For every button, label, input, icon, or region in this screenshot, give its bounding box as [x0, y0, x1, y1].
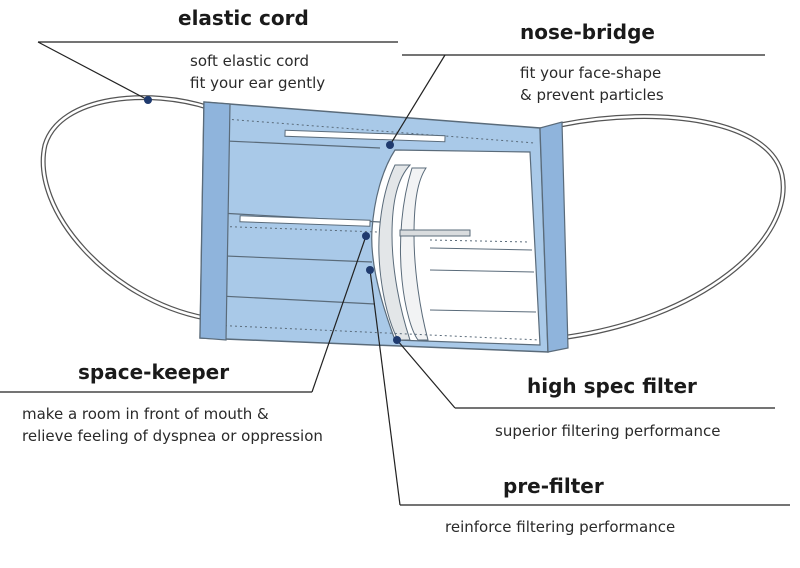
space-keeper-wire-inner — [399, 229, 471, 237]
pre-filter-dot — [366, 266, 374, 274]
elastic-cord-leader — [37, 41, 149, 101]
elastic-cord-desc-line1: soft elastic cord — [190, 52, 309, 70]
elastic-cord-desc-line2: fit your ear gently — [190, 74, 326, 92]
nose-bridge-dot — [386, 141, 394, 149]
space-keeper-title: space-keeper — [78, 360, 230, 384]
mask-pleat — [429, 309, 537, 313]
space-keeper-desc: make a room in front of mouth & relieve … — [22, 403, 323, 447]
space-keeper-dot — [362, 232, 370, 240]
high-spec-filter-dot — [393, 336, 401, 344]
left-binding — [199, 101, 231, 341]
space-keeper-desc-line2: relieve feeling of dyspnea or oppression — [22, 427, 323, 445]
pre-filter-desc: reinforce filtering performance — [445, 516, 675, 538]
elastic-cord-desc: soft elastic cord fit your ear gently — [190, 50, 325, 94]
mask-pleat — [199, 294, 376, 305]
high-spec-filter-title: high spec filter — [527, 374, 697, 398]
elastic-cord-dot — [144, 96, 152, 104]
stitch-line — [209, 324, 541, 341]
high-spec-filter-layer — [399, 167, 429, 341]
nose-bridge-desc: fit your face-shape & prevent particles — [520, 62, 664, 106]
high-spec-filter-desc-line1: superior filtering performance — [495, 422, 721, 440]
mask-pleat — [429, 269, 535, 273]
right-ear-loop — [559, 114, 786, 341]
right-binding — [539, 121, 569, 353]
space-keeper-wire — [239, 215, 371, 227]
pre-filter-leader — [369, 269, 401, 506]
nose-bridge-title: nose-bridge — [520, 20, 655, 44]
pre-filter-desc-line1: reinforce filtering performance — [445, 518, 676, 536]
mask-pleat — [429, 247, 533, 251]
right-ear-loop-inner — [559, 115, 785, 340]
left-ear-loop-inner — [42, 96, 211, 320]
nose-bridge-wire — [284, 129, 446, 143]
elastic-cord-title: elastic cord — [178, 6, 309, 30]
nose-bridge-leader — [389, 54, 446, 146]
nose-bridge-desc-line2: & prevent particles — [520, 86, 664, 104]
nose-bridge-desc-line1: fit your face-shape — [520, 64, 662, 82]
mask-pleat — [203, 139, 381, 149]
pre-filter-title: pre-filter — [503, 474, 604, 498]
stitch-line — [211, 117, 536, 144]
high-spec-filter-desc: superior filtering performance — [495, 420, 720, 442]
space-keeper-desc-line1: make a room in front of mouth & — [22, 405, 269, 423]
mask-pleat — [200, 254, 373, 263]
high-spec-filter-leader — [396, 339, 456, 409]
space-keeper-leader — [311, 235, 367, 393]
stitch-line — [429, 239, 531, 243]
pre-filter-layer — [378, 164, 412, 341]
stitch-line — [209, 225, 379, 233]
